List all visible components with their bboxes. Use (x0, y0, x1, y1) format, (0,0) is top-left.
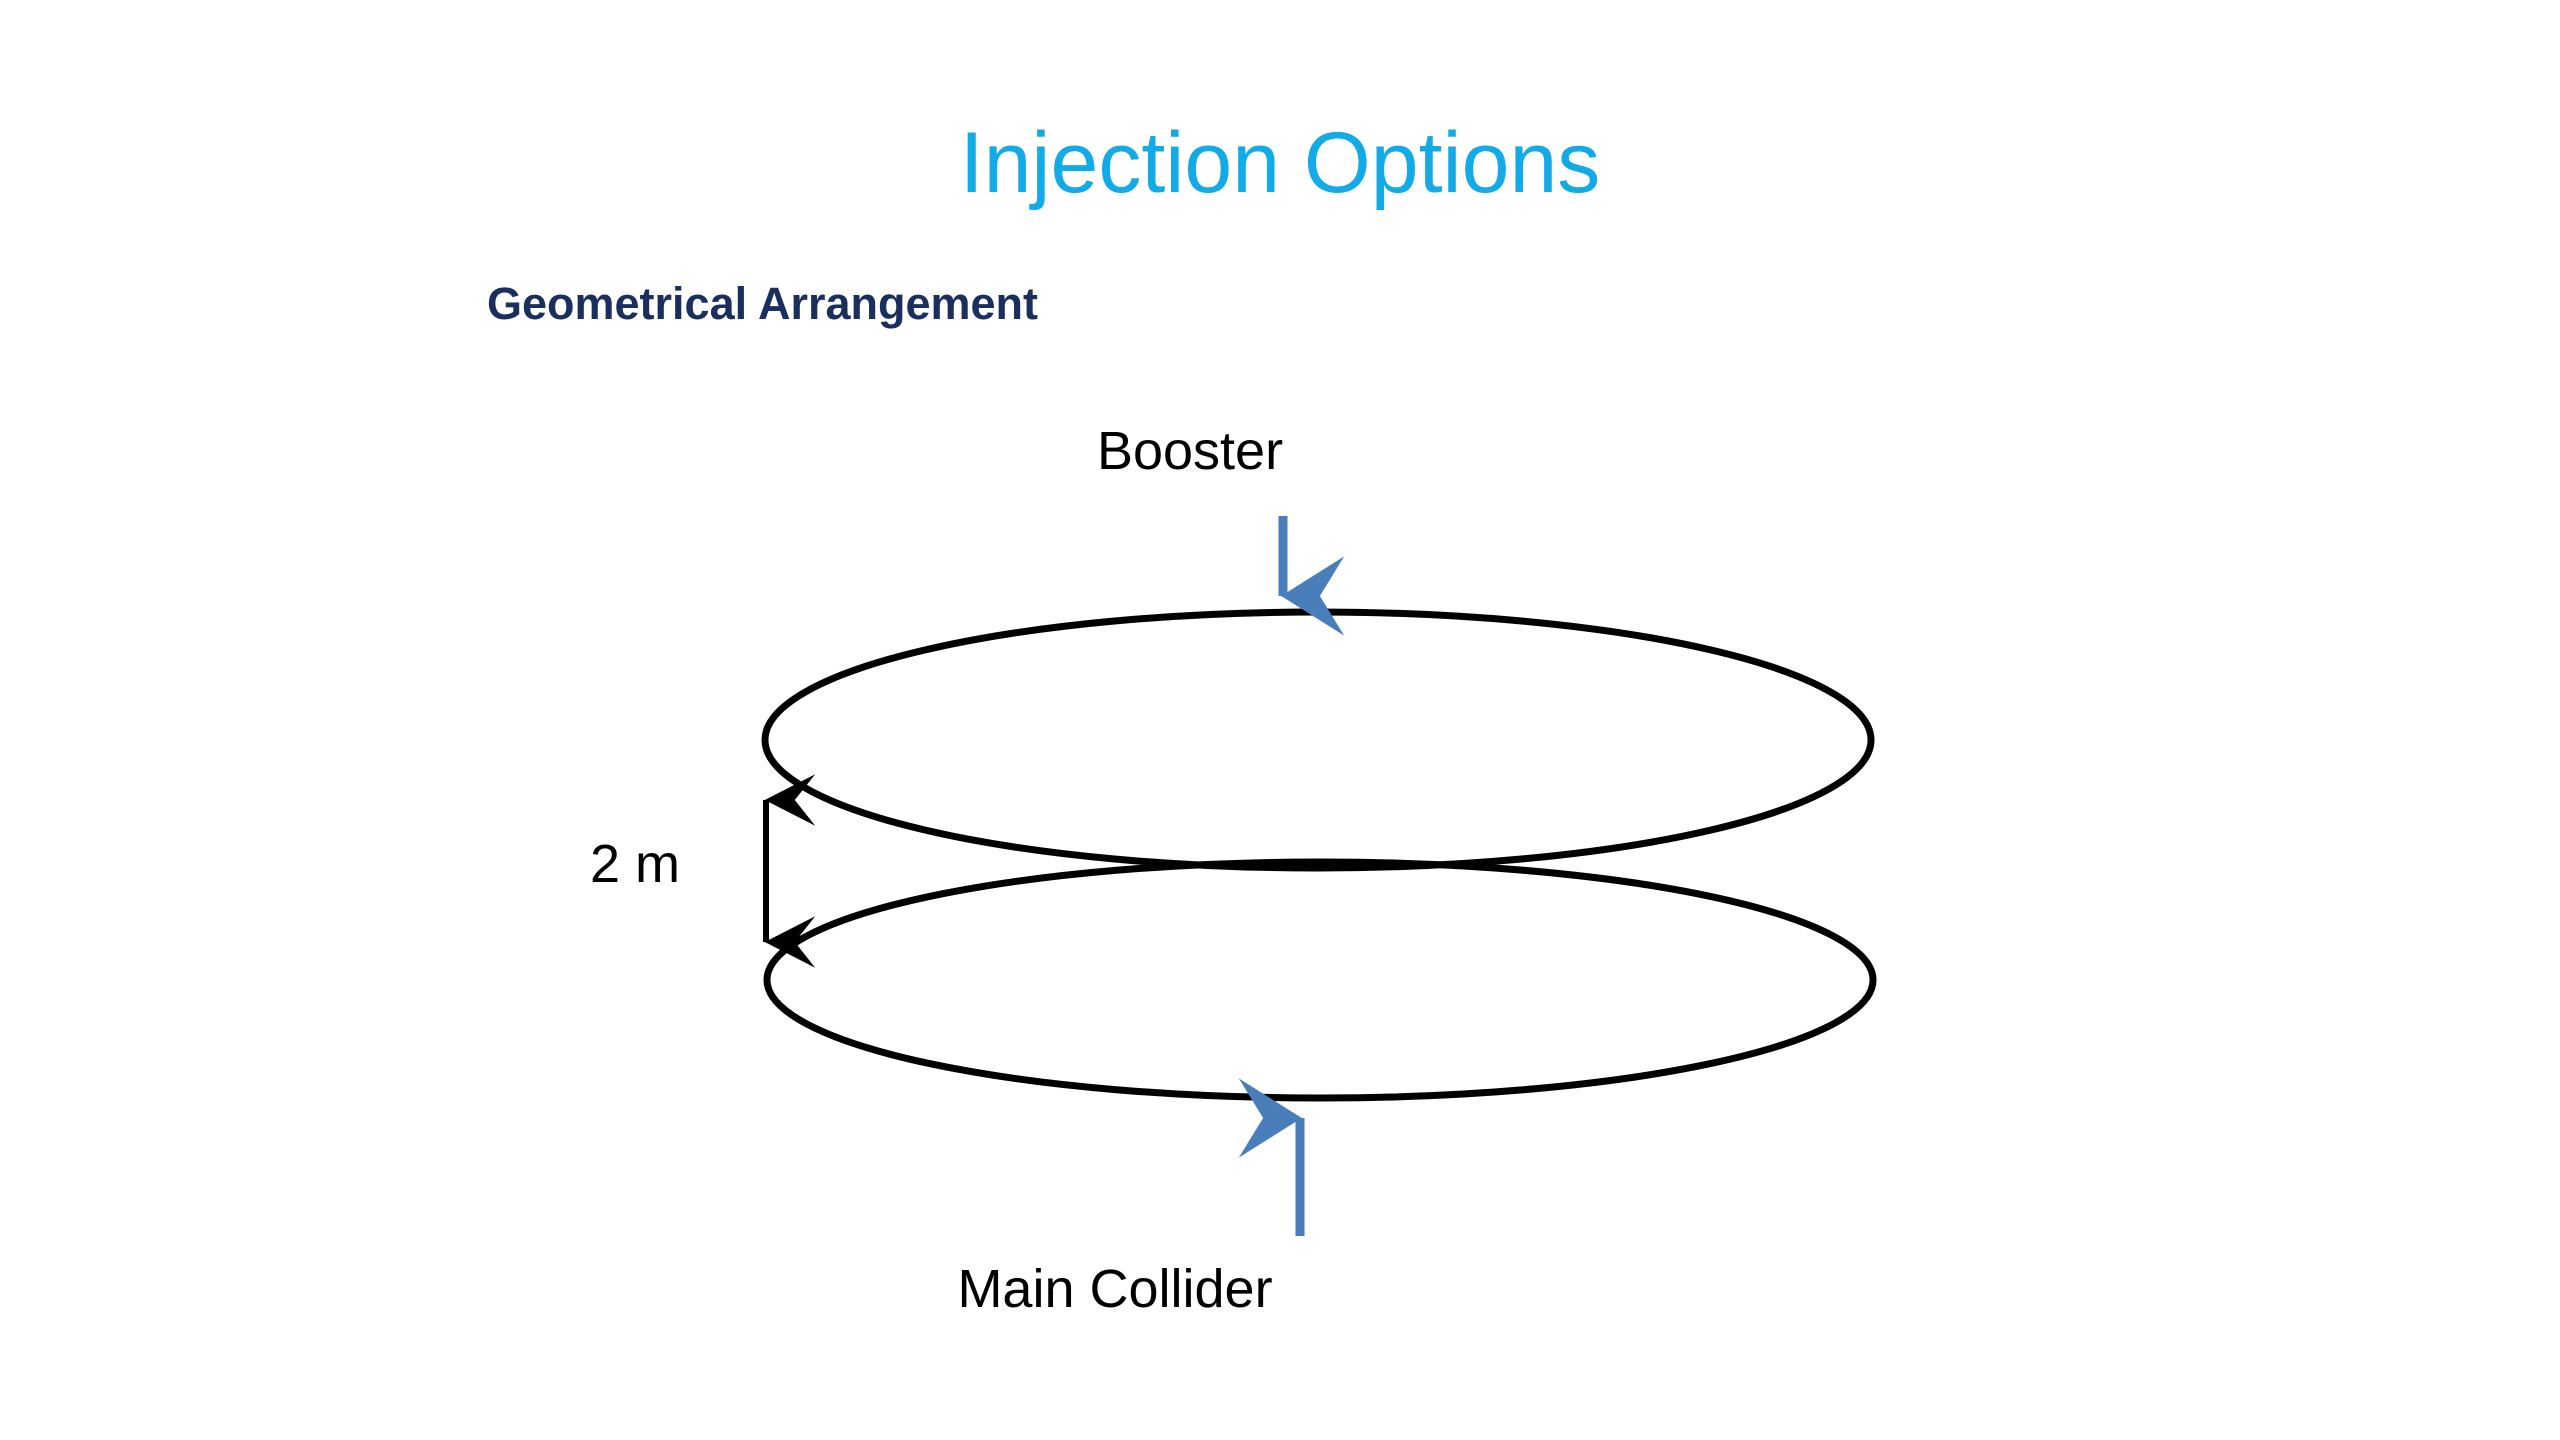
separation-label: 2 m (590, 834, 681, 894)
main-collider-label: Main Collider (957, 1259, 1273, 1319)
main-collider-ring (763, 858, 1877, 1102)
booster-label: Booster (1096, 421, 1284, 481)
section-heading: Geometrical Arrangement (487, 278, 1039, 329)
page-title: Injection Options (959, 115, 1601, 211)
booster-ring (761, 608, 1875, 872)
